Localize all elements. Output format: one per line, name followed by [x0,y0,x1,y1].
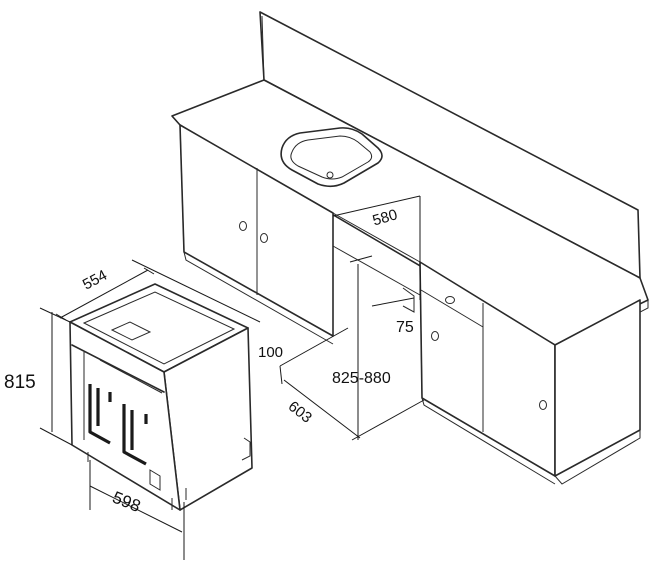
dimension-height-label: 815 [4,372,36,393]
dimension-lines [39,195,425,560]
dimension-plinth-recess-label: 75 [396,319,414,336]
rack-icon [88,384,112,445]
dimension-depth-label: 554 [80,267,110,294]
door-knob-icon [260,233,268,243]
rack-icon [122,404,148,466]
sink [280,127,383,188]
kitchen-cabinet [171,11,649,485]
door-knob-icon [431,331,439,341]
dimension-niche-depth-label: 580 [371,206,400,229]
dimension-niche-width-label: 603 [285,398,315,427]
dimension-plinth-height-label: 100 [258,344,283,361]
door-knob-icon [239,221,247,231]
drawer-knob-icon [445,296,455,304]
door-knob-icon [539,400,547,410]
dimension-niche-height-label: 825-880 [332,370,391,387]
dishwasher [69,283,253,511]
dimension-width-label: 598 [110,488,143,516]
